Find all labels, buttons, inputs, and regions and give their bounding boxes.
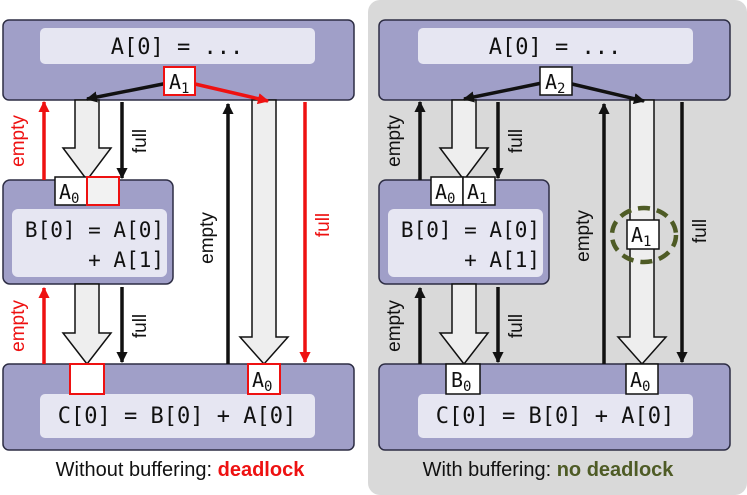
right-bottom-code-box [418,394,693,438]
right-label-empty-upper: empty [384,115,405,167]
svg-text:A1: A1 [467,180,487,207]
svg-text:A0: A0 [435,180,455,207]
left-token-bottom: A0 [247,363,281,395]
right-buffer-highlight [609,205,679,265]
left-top-code-box [40,28,315,64]
right-token-bottom-2: A0 [625,363,659,395]
left-token-top: A1 [163,66,196,97]
right-top-code-box [418,28,693,64]
right-queue-mid-to-bottom [438,283,490,366]
right-token-top: A2 [539,66,573,97]
left-caption: Without buffering: deadlock [56,459,306,481]
right-token-bottom-1: B0 [445,363,481,395]
svg-text:A1: A1 [631,223,651,250]
right-token-mid-1: A0 [430,176,464,207]
right-caption: With buffering: no deadlock [423,459,675,481]
right-mid-code-box [388,209,543,277]
left-send-arrow-to-bottom [194,82,270,105]
right-label-full-upper: full [506,129,527,153]
left-queue-top-to-bottom [238,99,290,366]
right-label-empty-lower: empty [384,300,405,352]
left-queue-top-to-mid [61,99,113,182]
right-label-full-lower: full [506,314,527,338]
left-label-full-lower: full [130,314,151,338]
right-token-buffered: A1 [626,219,660,250]
left-mid-code-line2: + A[1] [88,248,164,272]
svg-text:A0: A0 [252,368,272,395]
left-panel: A[0] = ... B[0] = A[0] + A[1] C[0] = B[0… [2,19,355,481]
svg-text:B0: B0 [451,368,471,395]
left-label-empty-lower: empty [8,300,29,352]
right-token-mid-2: A1 [462,176,496,207]
svg-text:A0: A0 [630,368,650,395]
left-label-empty-upper: empty [8,115,29,167]
left-token-mid-empty-slot [86,176,120,206]
right-mid-code-line2: + A[1] [464,248,540,272]
left-queue-mid-to-bottom [61,283,113,366]
right-queue-top-to-mid [438,99,490,182]
right-label-empty-long: empty [573,210,594,262]
left-bottom-code-box [40,394,315,438]
right-send-arrow-to-mid [462,81,543,103]
right-send-arrow-to-bottom [571,82,646,105]
left-label-full-long: full [313,213,334,237]
svg-text:A1: A1 [169,70,189,97]
left-token-mid-filled: A0 [54,176,88,207]
right-bottom-code: C[0] = B[0] + A[0] [436,404,674,429]
right-top-code: A[0] = ... [489,35,621,60]
left-send-arrow-to-mid [85,81,169,103]
left-top-code: A[0] = ... [111,35,243,60]
svg-text:A0: A0 [59,180,79,207]
left-bottom-code: C[0] = B[0] + A[0] [58,404,296,429]
left-mid-code-box [12,209,167,277]
right-panel: A[0] = ... B[0] = A[0] + A[1] C[0] = B[0… [378,19,731,481]
left-label-full-upper: full [130,129,151,153]
right-label-full-long: full [690,219,711,243]
left-token-bottom-empty-slot [69,363,105,395]
left-mid-code-line1: B[0] = A[0] [25,218,164,242]
svg-text:A2: A2 [545,70,565,97]
right-mid-code-line1: B[0] = A[0] [401,218,540,242]
left-label-empty-long: empty [197,212,218,264]
